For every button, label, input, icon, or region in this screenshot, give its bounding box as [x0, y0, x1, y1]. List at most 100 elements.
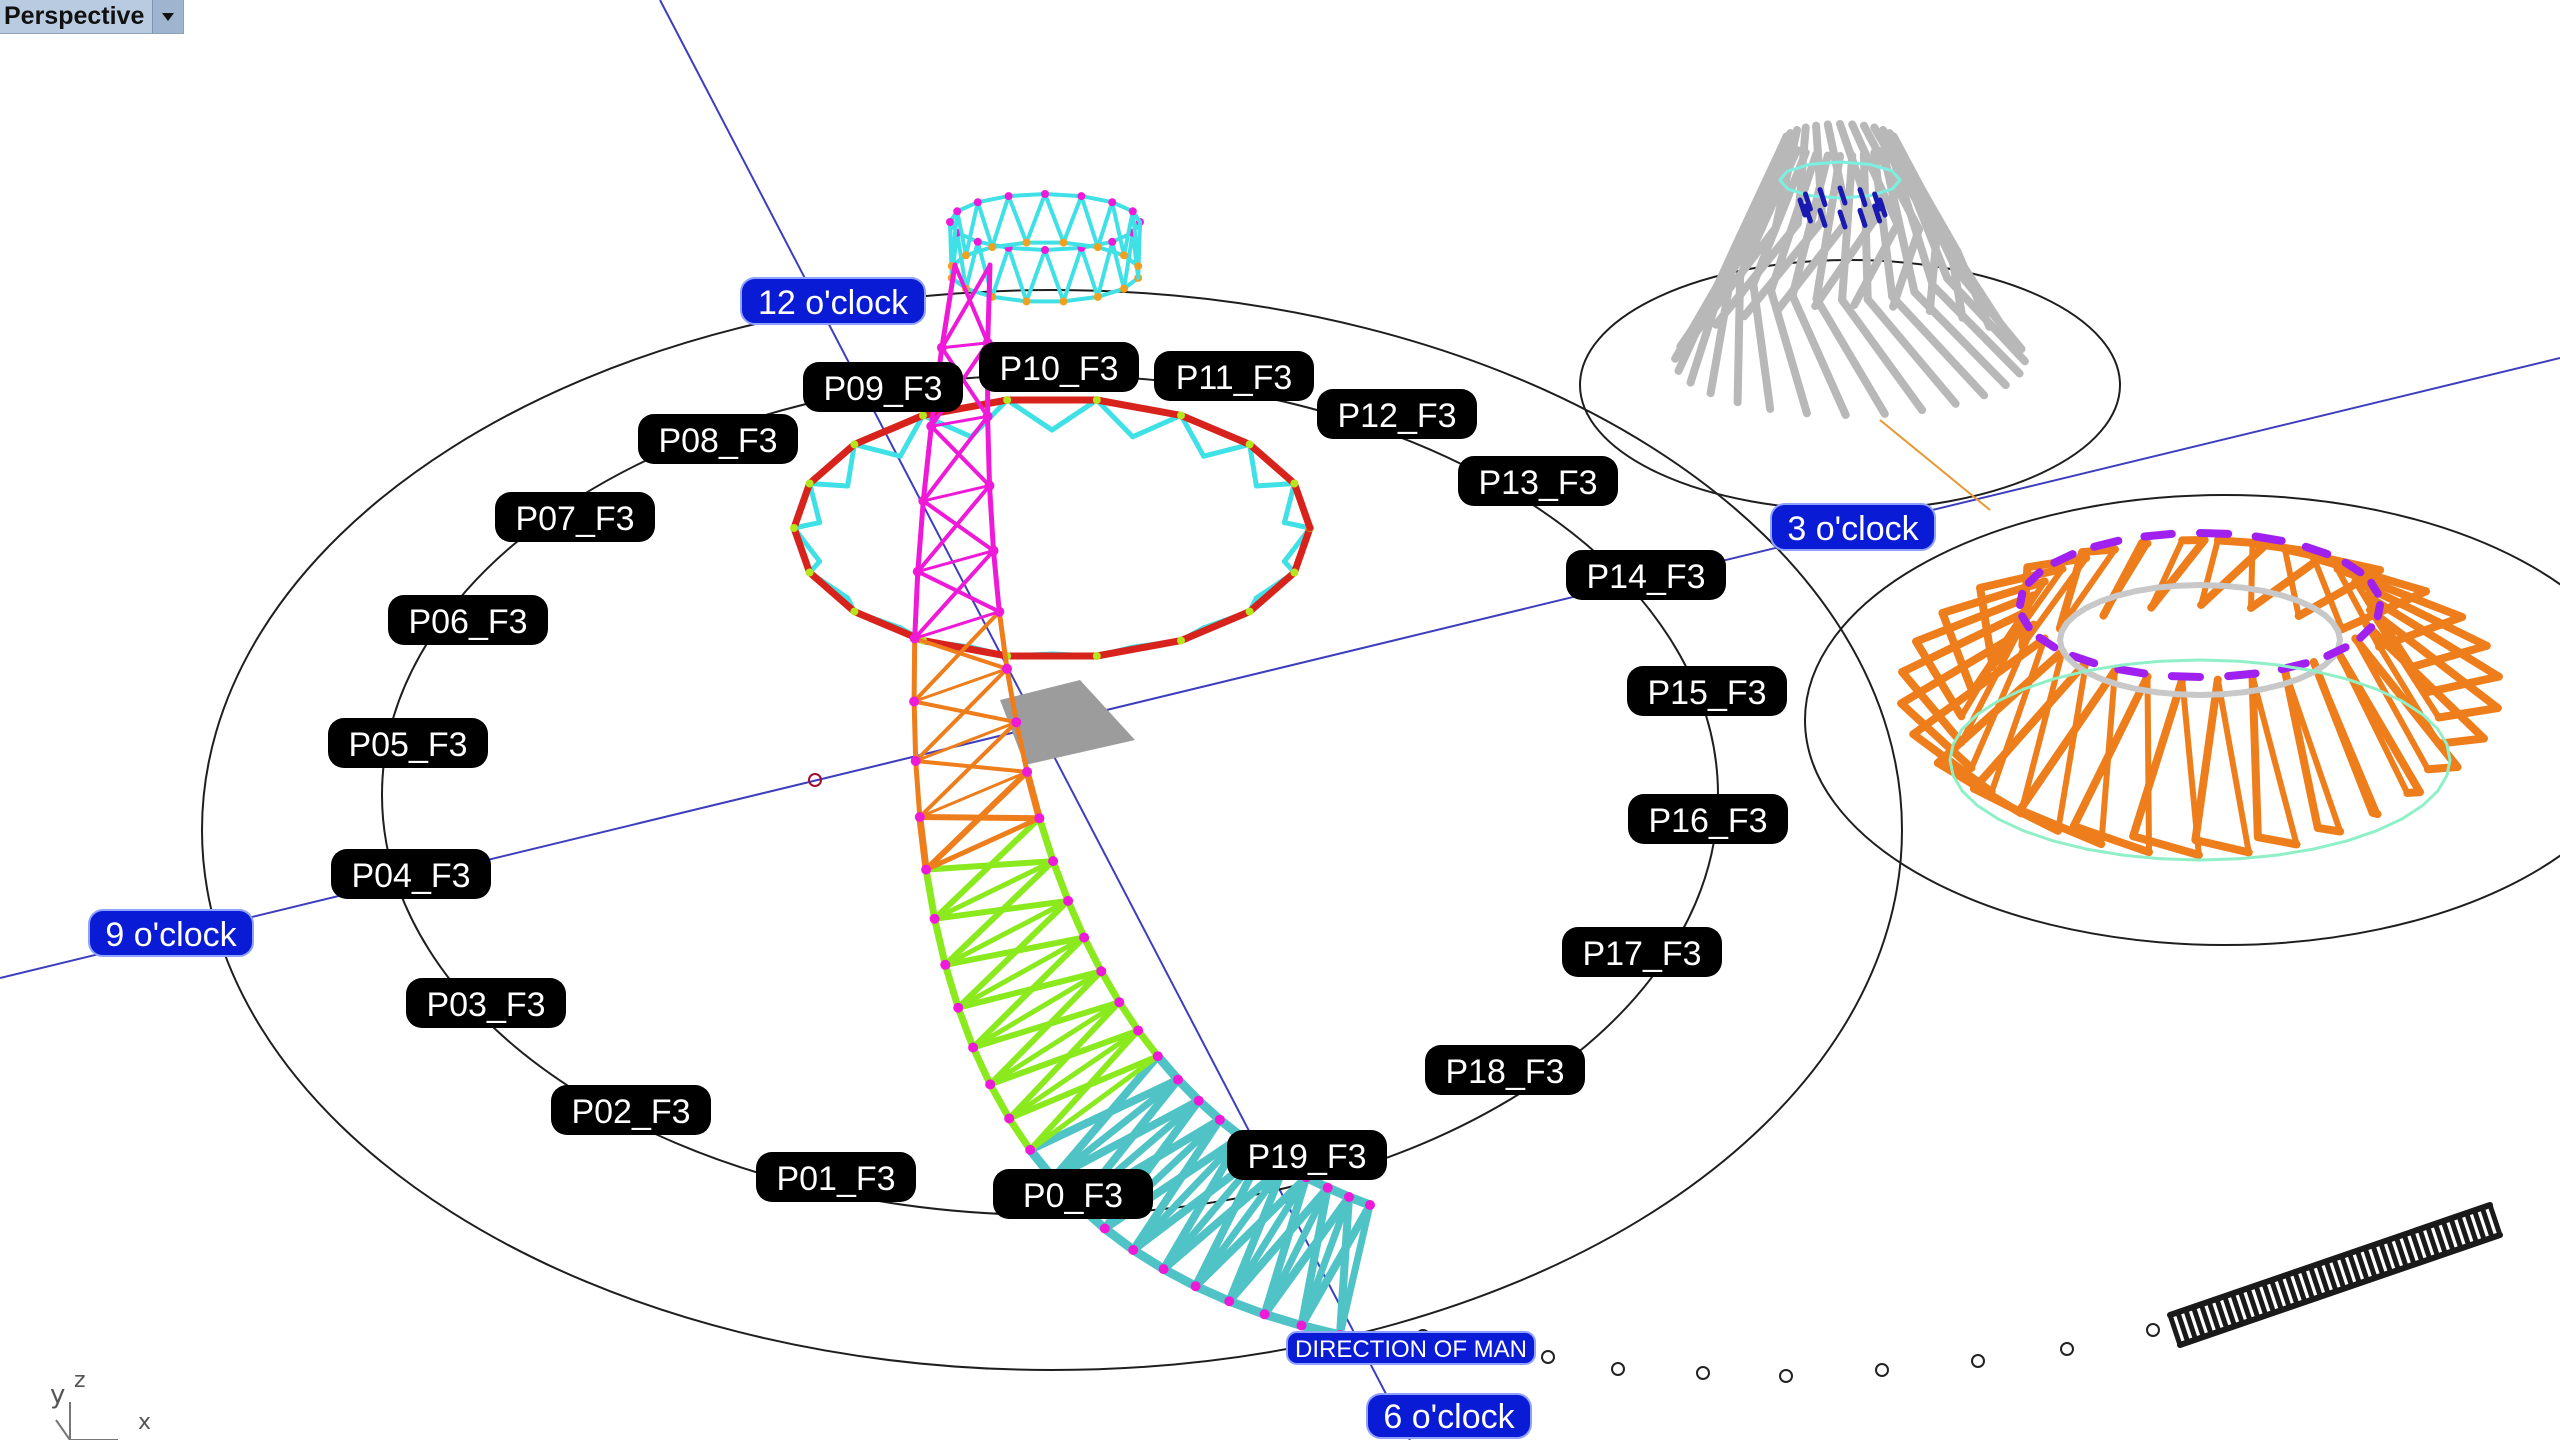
tag-p07[interactable]: P07_F3	[495, 492, 655, 542]
tag-p08[interactable]: P08_F3	[638, 414, 798, 464]
viewport-tab[interactable]: Perspective	[0, 0, 185, 34]
tag-p06[interactable]: P06_F3	[388, 595, 548, 645]
tower-node	[909, 696, 920, 707]
orange-model-member	[2309, 554, 2430, 596]
tag-p0[interactable]: P0_F3	[993, 1169, 1153, 1219]
orange-model-base-ring	[2436, 727, 2449, 746]
tag-p01[interactable]: P01_F3	[756, 1152, 916, 1202]
tag-p14[interactable]: P14_F3	[1566, 550, 1726, 600]
viewport-title[interactable]: Perspective	[4, 2, 145, 30]
clock-label-6[interactable]: 6 o'clock	[1366, 1393, 1532, 1439]
orange-model-inner-ring	[2197, 691, 2225, 698]
origin-marker	[808, 773, 822, 787]
tower-diagonal	[1006, 1053, 1161, 1122]
tower-node	[1158, 1264, 1169, 1275]
stair-step	[2276, 1274, 2292, 1310]
tag-p15[interactable]: P15_F3	[1627, 666, 1787, 716]
tag-p19[interactable]: P19_F3	[1227, 1130, 1387, 1180]
grey-model-base-ellipse	[1579, 259, 2121, 511]
tower-diagonal	[912, 636, 1009, 671]
grey-model-core	[1797, 197, 1808, 218]
tower-diagonal	[912, 548, 996, 641]
tower-chord-left	[1159, 1264, 1201, 1291]
tag-p04[interactable]: P04_F3	[331, 849, 491, 899]
crown-bottom-chord	[964, 245, 995, 258]
clock-label-12[interactable]: 12 o'clock	[740, 277, 926, 325]
tower-diagonal	[913, 666, 1009, 763]
grey-model-core	[1802, 203, 1813, 224]
crown-diagonal	[1061, 245, 1084, 304]
tag-p16[interactable]: P16_F3	[1628, 794, 1788, 844]
orange-model-base-ring	[2237, 853, 2279, 861]
tower-node	[1096, 966, 1107, 977]
tag-p0-text: P0_F3	[1023, 1177, 1123, 1215]
direction-label-text: DIRECTION OF MAN	[1295, 1336, 1527, 1363]
orange-model-base-ring	[2021, 829, 2055, 843]
tag-p05[interactable]: P05_F3	[328, 718, 488, 768]
orange-model-member	[2352, 635, 2431, 773]
grey-model-core	[1802, 191, 1813, 212]
stair-step	[2206, 1299, 2222, 1335]
crown-diagonal	[1024, 192, 1047, 245]
tag-p09[interactable]: P09_F3	[803, 362, 963, 412]
position-tags: P0_F3 P01_F3 P02_F3 P03_F3 P04_F3 P05_F3	[328, 342, 1788, 1219]
grey-model-member	[1889, 132, 1964, 265]
orange-model-member	[2423, 763, 2462, 774]
direction-label[interactable]: DIRECTION OF MAN	[1286, 1331, 1536, 1365]
axis-gizmo: y z x	[48, 1368, 168, 1440]
ring-node	[919, 411, 927, 420]
tag-p17[interactable]: P17_F3	[1562, 927, 1722, 977]
orange-model-member	[2197, 539, 2271, 609]
ring-chord	[790, 524, 814, 576]
tower-node	[1114, 997, 1125, 1008]
orange-model-member	[2334, 565, 2383, 650]
ring-chord	[850, 411, 927, 448]
grey-model-member	[1945, 239, 1967, 322]
ring-node	[1290, 568, 1299, 577]
ring-chord	[919, 396, 1011, 419]
orange-model-inner-ring	[2260, 681, 2286, 692]
crown-node	[973, 237, 982, 246]
orange-model-member	[2362, 591, 2503, 681]
tag-p03[interactable]: P03_F3	[406, 978, 566, 1028]
tag-p12[interactable]: P12_F3	[1317, 389, 1477, 439]
clock-label-9[interactable]: 9 o'clock	[88, 909, 254, 957]
stair-step	[2401, 1232, 2417, 1267]
grey-model-ring	[1778, 178, 1790, 191]
orange-model-base-ring	[2312, 839, 2349, 851]
grey-model-member	[1888, 292, 1989, 400]
ring-chord	[1246, 569, 1298, 616]
orange-model-member	[2069, 822, 2153, 857]
tower-node	[940, 959, 951, 970]
tower-chord-left	[911, 635, 918, 704]
orange-model-purple-ring	[2114, 665, 2149, 678]
viewport-menu-button[interactable]	[152, 0, 184, 33]
clock-label-3[interactable]: 3 o'clock	[1770, 503, 1936, 551]
orange-model-base-ring	[2021, 677, 2055, 691]
crown-diagonal	[1110, 239, 1126, 291]
tag-p12-text: P12_F3	[1337, 397, 1456, 435]
center-plate	[1000, 680, 1135, 765]
tower-diagonal	[915, 483, 992, 574]
tag-p07-text: P07_F3	[515, 500, 634, 538]
tower-chord-left	[1191, 1281, 1234, 1306]
tag-p10[interactable]: P10_F3	[979, 342, 1139, 392]
tower-node	[1022, 766, 1033, 777]
orange-model-inner-ring	[2133, 584, 2160, 594]
grey-model-member	[1753, 129, 1795, 239]
tag-p02[interactable]: P02_F3	[551, 1085, 711, 1135]
tower-chord-left	[915, 498, 926, 575]
crown-top-chord	[1079, 194, 1115, 205]
tag-p18[interactable]: P18_F3	[1425, 1045, 1585, 1095]
tower-diagonal	[931, 897, 1072, 922]
tag-p11[interactable]: P11_F3	[1154, 351, 1314, 401]
tag-p13[interactable]: P13_F3	[1458, 456, 1618, 506]
ring-diagonal	[1281, 481, 1297, 526]
tower-rung	[1298, 1193, 1353, 1329]
axis-gizmo-z: z	[74, 1368, 86, 1393]
grey-model-core	[1857, 207, 1868, 228]
path-dot	[1611, 1362, 1625, 1376]
tower-node	[1133, 1025, 1144, 1036]
